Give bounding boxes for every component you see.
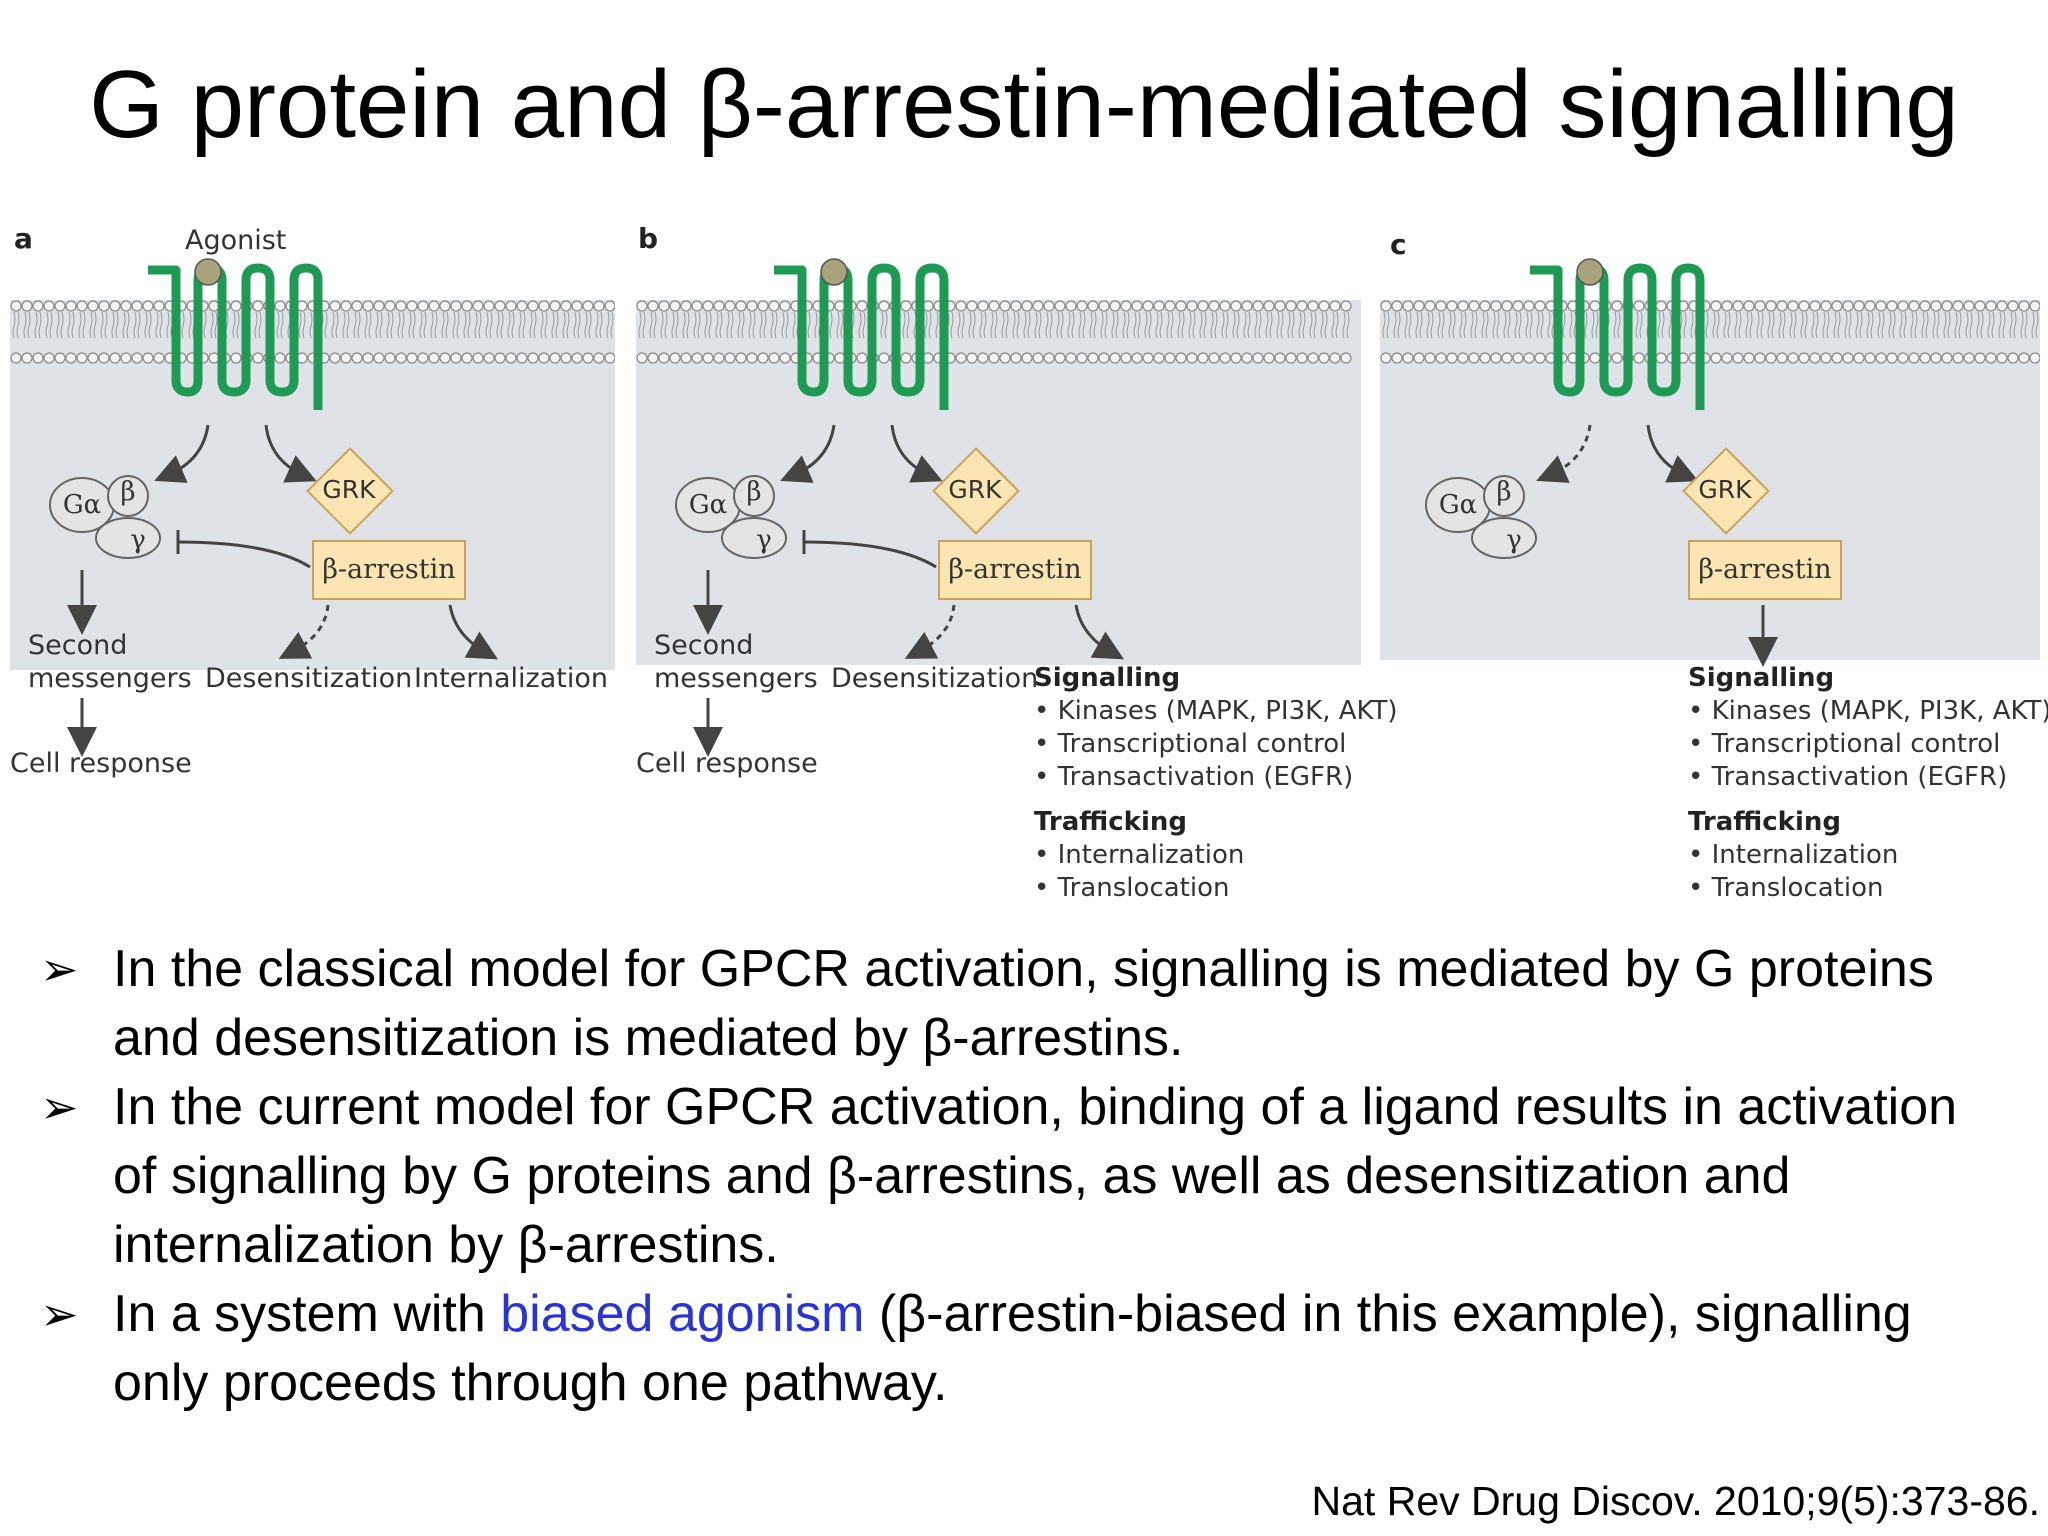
panel-c-letter: c xyxy=(1390,228,1407,261)
g-gamma-label: γ xyxy=(130,525,146,555)
trafficking-heading: Trafficking xyxy=(1688,807,1841,837)
second-messengers-label-line1: Second xyxy=(654,630,754,661)
grk-diamond: GRK xyxy=(932,447,1020,535)
desensitization-label: Desensitization xyxy=(831,663,1039,694)
arrow-to-internalization xyxy=(448,604,499,660)
beta-arrestin-box: β-arrestin xyxy=(938,540,1092,600)
grk-label: GRK xyxy=(948,475,1002,504)
signalling-item: • Transcriptional control xyxy=(1034,729,1347,759)
g-gamma-label: γ xyxy=(1506,525,1522,555)
beta-arrestin-box: β-arrestin xyxy=(1688,540,1842,600)
panel-a-graphics xyxy=(10,258,615,757)
trafficking-item: • Internalization xyxy=(1688,840,1899,870)
grk-diamond: GRK xyxy=(306,447,394,535)
g-gamma-subunit xyxy=(95,517,161,559)
g-beta-label: β xyxy=(120,477,136,507)
g-gamma-label: γ xyxy=(756,525,772,555)
beta-arrestin-box: β-arrestin xyxy=(312,540,466,600)
signalling-item: • Transactivation (EGFR) xyxy=(1688,762,2008,792)
signalling-item: • Transactivation (EGFR) xyxy=(1034,762,1354,792)
g-beta-subunit xyxy=(733,475,775,517)
second-messengers-label-line1: Second xyxy=(28,630,128,661)
arrow-to-grk xyxy=(264,424,317,483)
arrow-bullet-icon: ➢ xyxy=(40,1287,79,1341)
bullet-item: ➢ In a system with biased agonism (β-arr… xyxy=(40,1280,2000,1418)
cell-response-label: Cell response xyxy=(636,748,818,779)
signalling-heading: Signalling xyxy=(1034,663,1181,693)
g-alpha-label: Gα xyxy=(1438,490,1478,520)
grk-label: GRK xyxy=(322,475,376,504)
agonist-label: Agonist xyxy=(185,225,287,256)
second-messengers-label-line2: messengers xyxy=(28,663,192,694)
bullet-item: ➢ In the current model for GPCR activati… xyxy=(40,1073,2000,1280)
panel-b: b Gα β γ GRK β-arrestin Second messenger… xyxy=(636,220,1398,925)
inhibition-line xyxy=(803,540,937,569)
arrow-to-g-protein xyxy=(154,424,210,483)
arrow-to-desensitization xyxy=(278,604,330,659)
bullet-item: ➢ In the classical model for GPCR activa… xyxy=(40,935,2000,1073)
outcome-list: Signalling • Kinases (MAPK, PI3K, AKT) •… xyxy=(1034,662,1398,905)
signalling-item: • Kinases (MAPK, PI3K, AKT) xyxy=(1688,696,2048,726)
bullet-text: In the current model for GPCR activation… xyxy=(113,1078,1958,1274)
g-alpha-label: Gα xyxy=(62,490,102,520)
agonist-molecule xyxy=(820,258,848,286)
arrow-to-internalization xyxy=(1074,604,1125,660)
biased-agonism-link[interactable]: biased agonism xyxy=(500,1285,865,1343)
g-beta-label: β xyxy=(746,477,762,507)
arrow-bullet-icon: ➢ xyxy=(40,942,79,996)
trafficking-item: • Translocation xyxy=(1034,873,1230,903)
slide-title: G protein and β-arrestin-mediated signal… xyxy=(89,51,1959,158)
trafficking-heading: Trafficking xyxy=(1034,807,1187,837)
desensitization-label: Desensitization xyxy=(205,663,413,694)
gpcr-receptor xyxy=(774,263,949,410)
trafficking-item: • Translocation xyxy=(1688,873,1884,903)
grk-diamond: GRK xyxy=(1682,447,1770,535)
signalling-item: • Kinases (MAPK, PI3K, AKT) xyxy=(1034,696,1398,726)
panel-c: c Gα β γ GRK β-arrestin Signalling • Kin… xyxy=(1380,220,2048,925)
g-beta-label: β xyxy=(1496,477,1512,507)
g-gamma-subunit xyxy=(1471,517,1537,559)
panel-a: a Agonist Gα β γ GRK β-arrestin Second m… xyxy=(10,220,615,925)
internalization-label: Internalization xyxy=(414,663,608,694)
inhibition-line xyxy=(177,540,311,569)
arrow-to-desensitization xyxy=(904,604,956,659)
bullet-text-pre: In a system with xyxy=(113,1285,501,1343)
bullet-list: ➢ In the classical model for GPCR activa… xyxy=(40,935,2000,1418)
g-gamma-subunit xyxy=(721,517,787,559)
arrow-bullet-icon: ➢ xyxy=(40,1080,79,1134)
citation: Nat Rev Drug Discov. 2010;9(5):373-86. xyxy=(1311,1478,2040,1524)
signalling-heading: Signalling xyxy=(1688,663,1835,693)
grk-label: GRK xyxy=(1698,475,1752,504)
g-alpha-label: Gα xyxy=(688,490,728,520)
second-messengers-label-line2: messengers xyxy=(654,663,818,694)
agonist-molecule xyxy=(1576,258,1604,286)
outcome-list: Signalling • Kinases (MAPK, PI3K, AKT) •… xyxy=(1688,662,2048,905)
gpcr-receptor xyxy=(148,263,323,410)
arrow-to-grk xyxy=(890,424,943,483)
g-beta-subunit xyxy=(1483,475,1525,517)
signalling-item: • Transcriptional control xyxy=(1688,729,2001,759)
bullet-text: In the classical model for GPCR activati… xyxy=(113,940,1934,1067)
cell-response-label: Cell response xyxy=(10,748,192,779)
panel-a-letter: a xyxy=(14,222,33,255)
arrow-to-grk xyxy=(1646,424,1699,483)
gpcr-receptor xyxy=(1530,263,1705,410)
arrow-to-g-protein xyxy=(780,424,836,483)
g-beta-subunit xyxy=(107,475,149,517)
panel-b-letter: b xyxy=(638,222,659,255)
arrow-to-g-protein xyxy=(1536,424,1592,483)
agonist-molecule xyxy=(194,258,222,286)
trafficking-item: • Internalization xyxy=(1034,840,1245,870)
bullet-text-post: (β-arrestin-biased in this example), sig… xyxy=(113,1285,1912,1412)
membrane-bilayer xyxy=(636,300,1352,364)
